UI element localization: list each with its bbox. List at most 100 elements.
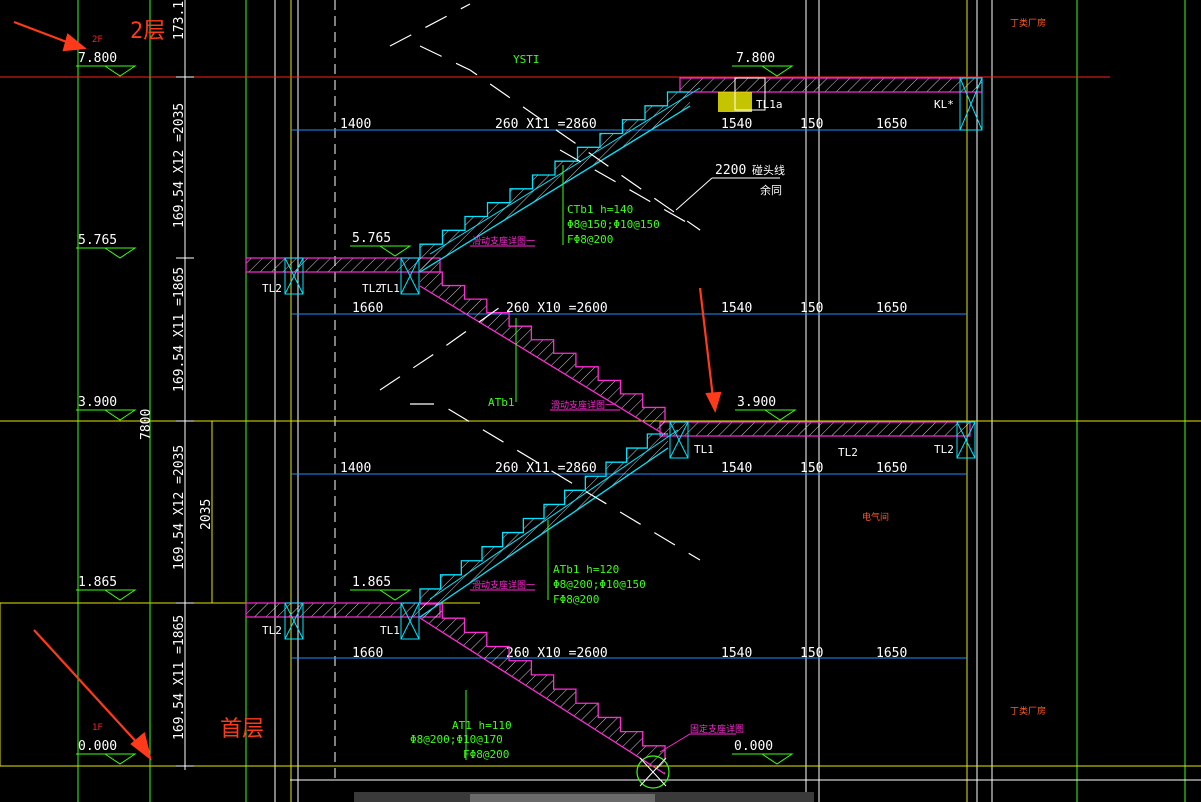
dim-row2-flight: 260 X10 =2600 [506, 301, 608, 316]
note-slide-support-lower: 滑动支座详图一 [472, 579, 535, 591]
label-tl2-upper-left: TL2 [262, 282, 282, 295]
spec-ctb1-line2: Φ8@150;Φ10@150 [567, 218, 660, 231]
flight-1-hatch [420, 604, 665, 774]
label-tl1a: TL1a [756, 98, 783, 111]
elevation-markers [76, 65, 797, 765]
dim-flight3-height: 169.54 X11 =1865 [172, 267, 187, 392]
spec-at1-line3: FΦ8@200 [463, 748, 509, 761]
dim-row3-a: 1540 [721, 461, 752, 476]
dim-row2-landing: 1660 [352, 301, 383, 316]
dim-flight2-short: 2035 [199, 499, 214, 530]
note-slide-support-mid: 滑动支座详图一 [551, 399, 614, 411]
note-fixed-support: 固定支座详图 [690, 723, 744, 735]
flight-2-steps [419, 433, 668, 603]
floor-tag-1f: 1F [92, 723, 103, 733]
annotation-floor-1: 首层 [220, 717, 264, 742]
flight-3-steps [420, 271, 666, 421]
annotation-floor-2: 2层 [130, 19, 165, 44]
scrollbar-thumb[interactable] [470, 794, 655, 802]
flight-3 [419, 271, 666, 436]
box-tl2-lower-left [284, 602, 304, 640]
elev-0000-right: 0.000 [734, 739, 773, 754]
elev-3900-right: 3.900 [737, 395, 776, 410]
label-tl2-mid: TL2 [838, 446, 858, 459]
box-kl-top-right [959, 77, 983, 131]
dim-flight2-height: 169.54 X12 =2035 [172, 445, 187, 570]
spec-atb1-label: ATb1 [488, 396, 515, 409]
flight-2-reinforcement [429, 429, 679, 600]
label-tl2-upper-mid: TL2 [362, 282, 382, 295]
flight-3-soffit [419, 285, 666, 436]
dim-total-height: 7800 [139, 409, 154, 440]
box-tl2-mid-right [956, 421, 976, 459]
dim-row4-c: 1650 [876, 646, 907, 661]
dim-row4-b: 150 [800, 646, 823, 661]
annotation-arrows [13, 20, 722, 761]
note-clearance-label: 碰头线 [752, 163, 785, 177]
note-clearance-value: 2200 [715, 163, 746, 178]
stair-flights [419, 87, 701, 775]
dim-row4-landing: 1660 [352, 646, 383, 661]
flight-4-steps [419, 91, 690, 258]
dim-row4-a: 1540 [721, 646, 752, 661]
dim-flight1-height: 169.54 X11 =1865 [172, 615, 187, 740]
dim-row3-c: 1650 [876, 461, 907, 476]
flight-4 [419, 87, 701, 273]
spec-ctb1-line3: FΦ8@200 [567, 233, 613, 246]
elev-7800-left: 7.800 [78, 51, 117, 66]
elev-1865-left: 1.865 [78, 575, 117, 590]
dim-row1-b: 150 [800, 117, 823, 132]
elev-0000-left: 0.000 [78, 739, 117, 754]
elev-5765-mid: 5.765 [352, 231, 391, 246]
dim-top-partial: 173.1 [172, 1, 187, 40]
box-tl1-mid [669, 421, 689, 459]
label-tl1-mid: TL1 [694, 443, 714, 456]
note-room-bottom: 丁类厂房 [1010, 705, 1046, 717]
vertical-dimension-lines [149, 0, 219, 770]
label-tl2-right: TL2 [934, 443, 954, 456]
flight-3-hatch [420, 272, 665, 435]
dim-row1-c: 1650 [876, 117, 907, 132]
box-tl1-lower [400, 602, 420, 640]
spec-atb1-line3: FΦ8@200 [553, 593, 599, 606]
spec-ctb1-line1: CTb1 h=140 [567, 203, 633, 216]
dim-row3-b: 150 [800, 461, 823, 476]
label-tl1-upper: TL1 [380, 282, 400, 295]
dim-row4-flight: 260 X10 =2600 [506, 646, 608, 661]
flight-4-hatch [420, 92, 690, 272]
floor-tag-2f: 2F [92, 35, 103, 45]
dim-row1-landing: 1400 [340, 117, 371, 132]
note-electrical-room: 电气间 [862, 511, 889, 523]
flight-1-soffit [419, 617, 666, 775]
spec-atb1-line2: Φ8@200;Φ10@150 [553, 578, 646, 591]
elev-3900-left: 3.900 [78, 395, 117, 410]
dim-row1-a: 1540 [721, 117, 752, 132]
box-tl1-upper [400, 257, 420, 295]
horizontal-scrollbar[interactable] [354, 792, 814, 802]
spec-at1-line2: Φ8@200;Φ10@170 [410, 733, 503, 746]
landing-slabs [245, 77, 983, 618]
dim-row2-b: 150 [800, 301, 823, 316]
dim-row2-c: 1650 [876, 301, 907, 316]
dim-row1-flight: 260 X11 =2860 [495, 117, 597, 132]
flight-4-soffit [419, 105, 691, 273]
flight-2-soffit [419, 447, 669, 618]
spec-atb1-line1: ATb1 h=120 [553, 563, 619, 576]
box-tl2-upper-left [284, 257, 304, 295]
dim-row3-flight: 260 X11 =2860 [495, 461, 597, 476]
flight-1-steps [420, 603, 666, 760]
beam-support-boxes [284, 77, 983, 640]
fixed-support-symbol [636, 755, 670, 789]
dim-flight4-height: 169.54 X12 =2035 [172, 103, 187, 228]
flight-1 [419, 603, 666, 775]
elev-7800-right: 7.800 [736, 51, 775, 66]
note-slide-support-upper: 滑动支座详图一 [472, 235, 535, 247]
flight-2 [419, 429, 679, 618]
spec-at1-line1: AT1 h=110 [452, 719, 512, 732]
label-ysti: YSTI [513, 53, 540, 66]
note-same: 余同 [760, 183, 782, 197]
label-kl: KL* [934, 98, 954, 111]
